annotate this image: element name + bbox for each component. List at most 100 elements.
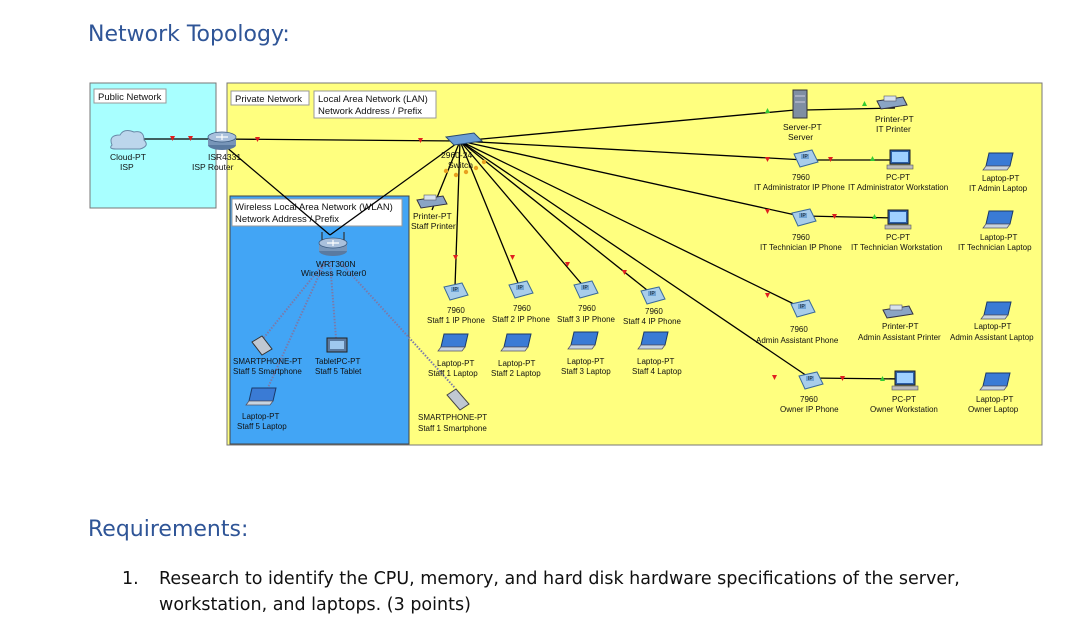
svg-text:Staff 1 Smartphone: Staff 1 Smartphone [418,424,487,433]
it-admin-workstation[interactable]: PC-PT IT Administrator Workstation [848,149,948,192]
svg-text:7960: 7960 [792,233,810,242]
svg-text:Admin Assistant Phone: Admin Assistant Phone [756,336,839,345]
links [128,107,906,380]
server-icon [792,89,808,119]
pc-icon [884,209,912,230]
staff5-laptop[interactable]: Laptop-PT Staff 5 Laptop [237,387,287,431]
svg-text:Laptop-PT: Laptop-PT [974,322,1011,331]
cloud-icon [110,130,147,150]
staff5-tablet[interactable]: TabletPC-PT Staff 5 Tablet [315,337,362,376]
svg-text:7960: 7960 [800,395,818,404]
router-icon [207,131,237,151]
owner-workstation[interactable]: PC-PT Owner Workstation [870,370,938,414]
switch[interactable]: 2960-24 Switch [441,132,484,170]
svg-text:Admin Assistant Printer: Admin Assistant Printer [858,333,941,342]
staff4-phone[interactable]: 7960 Staff 4 IP Phone [623,286,682,326]
svg-text:Staff Printer: Staff Printer [411,221,456,231]
svg-text:IT Printer: IT Printer [876,124,911,134]
svg-text:SMARTPHONE-PT: SMARTPHONE-PT [418,413,487,422]
private-network-label: Private Network [235,94,302,105]
svg-text:Laptop-PT: Laptop-PT [242,412,279,421]
svg-text:7960: 7960 [513,304,531,313]
server[interactable]: Server-PT Server [783,89,822,142]
svg-text:ISP Router: ISP Router [192,162,234,172]
wireless-associations [261,261,456,393]
svg-text:Staff 5 Tablet: Staff 5 Tablet [315,367,362,376]
pc-icon [886,149,914,170]
lan-address-label: Network Address / Prefix [318,106,422,117]
admin-assistant-printer[interactable]: Printer-PT Admin Assistant Printer [858,304,941,342]
staff1-laptop[interactable]: Laptop-PT Staff 1 Laptop [428,333,478,378]
staff1-phone[interactable]: 7960 Staff 1 IP Phone [427,282,486,325]
svg-text:Admin Assistant Laptop: Admin Assistant Laptop [950,333,1034,342]
svg-text:Laptop-PT: Laptop-PT [976,395,1013,404]
svg-text:Staff 4 IP Phone: Staff 4 IP Phone [623,317,682,326]
svg-text:Cloud-PT: Cloud-PT [110,152,146,162]
svg-text:PC-PT: PC-PT [886,173,910,182]
owner-laptop[interactable]: Laptop-PT Owner Laptop [968,372,1019,414]
requirement-text: Research to identify the CPU, memory, an… [159,569,960,615]
svg-text:Laptop-PT: Laptop-PT [437,359,474,368]
isp-router[interactable]: ISR4331 ISP Router [192,131,241,172]
svg-text:Server: Server [788,132,813,142]
wlan-address-label: Network Address / Prefix [235,214,339,225]
staff2-phone[interactable]: 7960 Staff 2 IP Phone [492,280,551,324]
svg-text:ISR4331: ISR4331 [208,152,241,162]
svg-text:Laptop-PT: Laptop-PT [567,357,604,366]
owner-phone[interactable]: 7960 Owner IP Phone [780,371,839,414]
admin-assistant-phone[interactable]: 7960 Admin Assistant Phone [756,299,839,345]
svg-text:Printer-PT: Printer-PT [875,114,914,124]
staff3-laptop[interactable]: Laptop-PT Staff 3 Laptop [561,331,611,376]
svg-text:Owner Workstation: Owner Workstation [870,405,938,414]
svg-text:Staff 5 Smartphone: Staff 5 Smartphone [233,367,302,376]
smartphone-icon [446,388,470,411]
it-tech-laptop[interactable]: Laptop-PT IT Technician Laptop [958,210,1032,252]
wlan-area [229,195,410,445]
svg-text:Staff 3 Laptop: Staff 3 Laptop [561,367,611,376]
public-network-label: Public Network [98,92,162,103]
admin-assistant-laptop[interactable]: Laptop-PT Admin Assistant Laptop [950,301,1034,342]
svg-text:IT Administrator IP Phone: IT Administrator IP Phone [754,183,845,192]
svg-text:7960: 7960 [792,173,810,182]
svg-text:Server-PT: Server-PT [783,122,822,132]
staff5-smartphone[interactable]: SMARTPHONE-PT Staff 5 Smartphone [233,335,302,376]
it-admin-phone[interactable]: 7960 IT Administrator IP Phone [754,149,845,192]
svg-text:IT Technician Laptop: IT Technician Laptop [958,243,1032,252]
svg-text:IT Administrator Workstation: IT Administrator Workstation [848,183,948,192]
svg-text:Printer-PT: Printer-PT [413,211,452,221]
svg-text:IT Technician IP Phone: IT Technician IP Phone [760,243,842,252]
svg-text:7960: 7960 [447,306,465,315]
link-status-markers [170,101,885,381]
svg-text:7960: 7960 [790,325,808,334]
it-tech-workstation[interactable]: PC-PT IT Technician Workstation [851,209,942,252]
staff2-laptop[interactable]: Laptop-PT Staff 2 Laptop [491,333,541,378]
svg-text:7960: 7960 [578,304,596,313]
staff3-phone[interactable]: 7960 Staff 3 IP Phone [557,280,616,324]
staff-printer[interactable]: Printer-PT Staff Printer [411,194,456,231]
wireless-router-icon [318,237,348,257]
svg-text:7960: 7960 [645,307,663,316]
requirement-number: 1. [122,569,139,589]
wlan-label: Wireless Local Area Network (WLAN) [235,202,393,213]
svg-text:PC-PT: PC-PT [892,395,916,404]
svg-text:PC-PT: PC-PT [886,233,910,242]
it-tech-phone[interactable]: 7960 IT Technician IP Phone [760,208,842,252]
requirements-heading: Requirements: [88,517,249,542]
lan-label: Local Area Network (LAN) [318,94,428,105]
svg-text:Staff 2 IP Phone: Staff 2 IP Phone [492,315,551,324]
svg-text:Staff 4 Laptop: Staff 4 Laptop [632,367,682,376]
svg-text:WRT300N: WRT300N [316,259,356,269]
it-printer[interactable]: Printer-PT IT Printer [875,95,914,134]
it-admin-laptop[interactable]: Laptop-PT IT Admin Laptop [969,152,1028,193]
svg-text:Printer-PT: Printer-PT [882,322,919,331]
cloud-isp[interactable]: Cloud-PT ISP [110,130,147,172]
svg-text:IT Technician Workstation: IT Technician Workstation [851,243,942,252]
svg-text:Laptop-PT: Laptop-PT [637,357,674,366]
staff4-laptop[interactable]: Laptop-PT Staff 4 Laptop [632,331,682,376]
svg-text:Laptop-PT: Laptop-PT [498,359,535,368]
staff1-smartphone[interactable]: SMARTPHONE-PT Staff 1 Smartphone [418,388,487,433]
switch-icon [444,132,484,146]
svg-text:ISP: ISP [120,162,134,172]
wireless-router[interactable]: WRT300N Wireless Router0 [301,232,366,278]
